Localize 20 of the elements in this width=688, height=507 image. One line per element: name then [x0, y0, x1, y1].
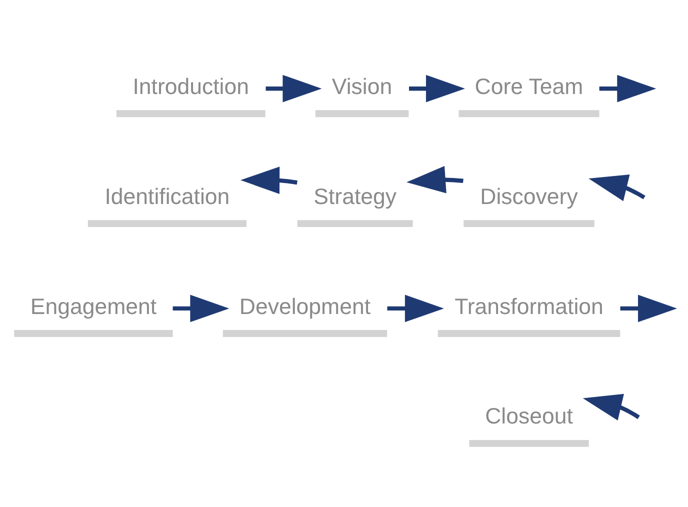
arrow: [406, 166, 464, 194]
node-text: Discovery: [480, 184, 578, 209]
node-text: Core Team: [474, 74, 584, 99]
arrow: [387, 294, 444, 322]
arrow: [599, 74, 656, 102]
node-text: Strategy: [314, 184, 397, 209]
arrow: [620, 294, 678, 322]
node-text: Development: [239, 294, 371, 319]
node-text: Introduction: [132, 74, 250, 99]
arrow: [588, 174, 646, 202]
node-text: Transformation: [454, 294, 604, 319]
arrow: [582, 394, 640, 420]
node-text: Engagement: [30, 294, 157, 319]
arrow: [409, 74, 465, 102]
node-text: Vision: [332, 74, 392, 99]
arrow: [266, 74, 322, 102]
arrow: [172, 294, 230, 322]
arrow: [240, 166, 298, 194]
node-text: Closeout: [485, 404, 573, 429]
node-text: Identification: [104, 184, 230, 209]
